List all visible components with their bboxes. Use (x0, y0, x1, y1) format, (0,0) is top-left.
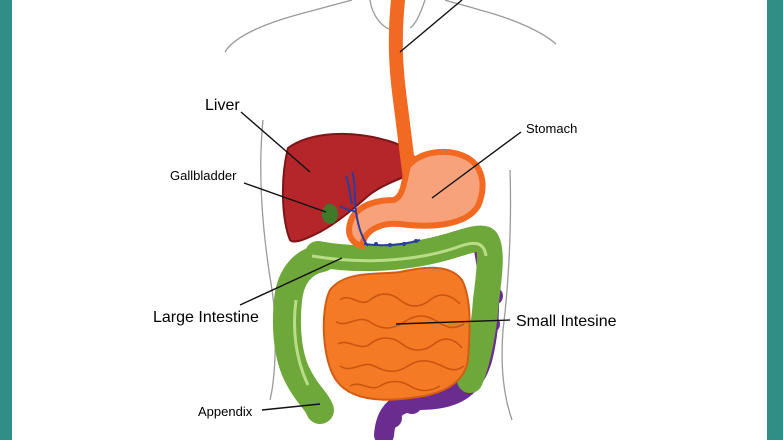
transverse-colon (305, 225, 503, 393)
label-liver: Liver (205, 97, 240, 114)
gallbladder-shape (322, 204, 338, 224)
large-intestine-band (293, 241, 488, 386)
label-appendix: Appendix (198, 404, 253, 419)
small-intestine-shape (322, 266, 471, 401)
liver-shape (281, 132, 420, 243)
label-large-intestine: Large Intestine (153, 309, 259, 326)
esophagus-shape (388, 0, 417, 185)
small-intestine-coils (335, 293, 465, 392)
body-outline (224, 0, 557, 421)
stomach-shape (346, 148, 486, 250)
vessel-dots (374, 239, 418, 247)
label-stomach: Stomach (526, 121, 577, 136)
digestive-system-diagram: Liver Gallbladder Stomach Large Intestin… (153, 0, 617, 440)
label-small-intestine: Small Intesine (516, 313, 617, 330)
diagram-frame: Liver Gallbladder Stomach Large Intestin… (12, 0, 767, 440)
leader-lines (239, 0, 522, 411)
label-gallbladder: Gallbladder (170, 168, 237, 183)
